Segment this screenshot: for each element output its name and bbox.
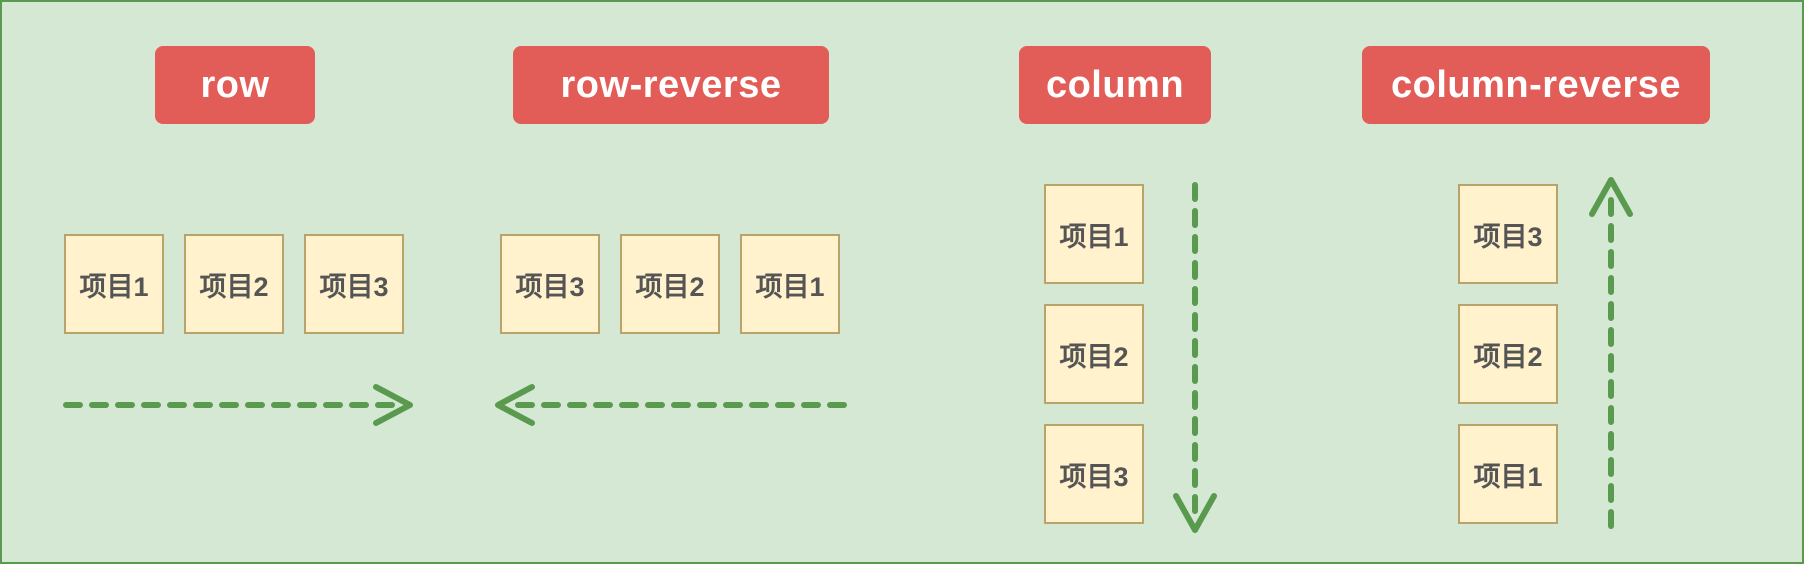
- up-arrow-icon: [1589, 177, 1633, 529]
- column-reverse-item-2: 项目2: [1458, 304, 1558, 404]
- label-column: column: [1019, 46, 1211, 124]
- row-reverse-item-2: 项目2: [620, 234, 720, 334]
- row-reverse-item-3: 项目1: [740, 234, 840, 334]
- column-item-1: 项目1: [1044, 184, 1144, 284]
- row-reverse-item-1: 项目3: [500, 234, 600, 334]
- label-row-reverse: row-reverse: [513, 46, 829, 124]
- right-arrow-icon: [63, 384, 413, 426]
- label-row: row: [155, 46, 315, 124]
- row-item-2: 项目2: [184, 234, 284, 334]
- left-arrow-icon: [495, 384, 847, 426]
- row-item-3: 项目3: [304, 234, 404, 334]
- column-item-2: 项目2: [1044, 304, 1144, 404]
- column-item-3: 项目3: [1044, 424, 1144, 524]
- row-item-1: 项目1: [64, 234, 164, 334]
- down-arrow-icon: [1173, 182, 1217, 533]
- column-reverse-item-1: 项目3: [1458, 184, 1558, 284]
- label-column-reverse: column-reverse: [1362, 46, 1710, 124]
- column-reverse-item-3: 项目1: [1458, 424, 1558, 524]
